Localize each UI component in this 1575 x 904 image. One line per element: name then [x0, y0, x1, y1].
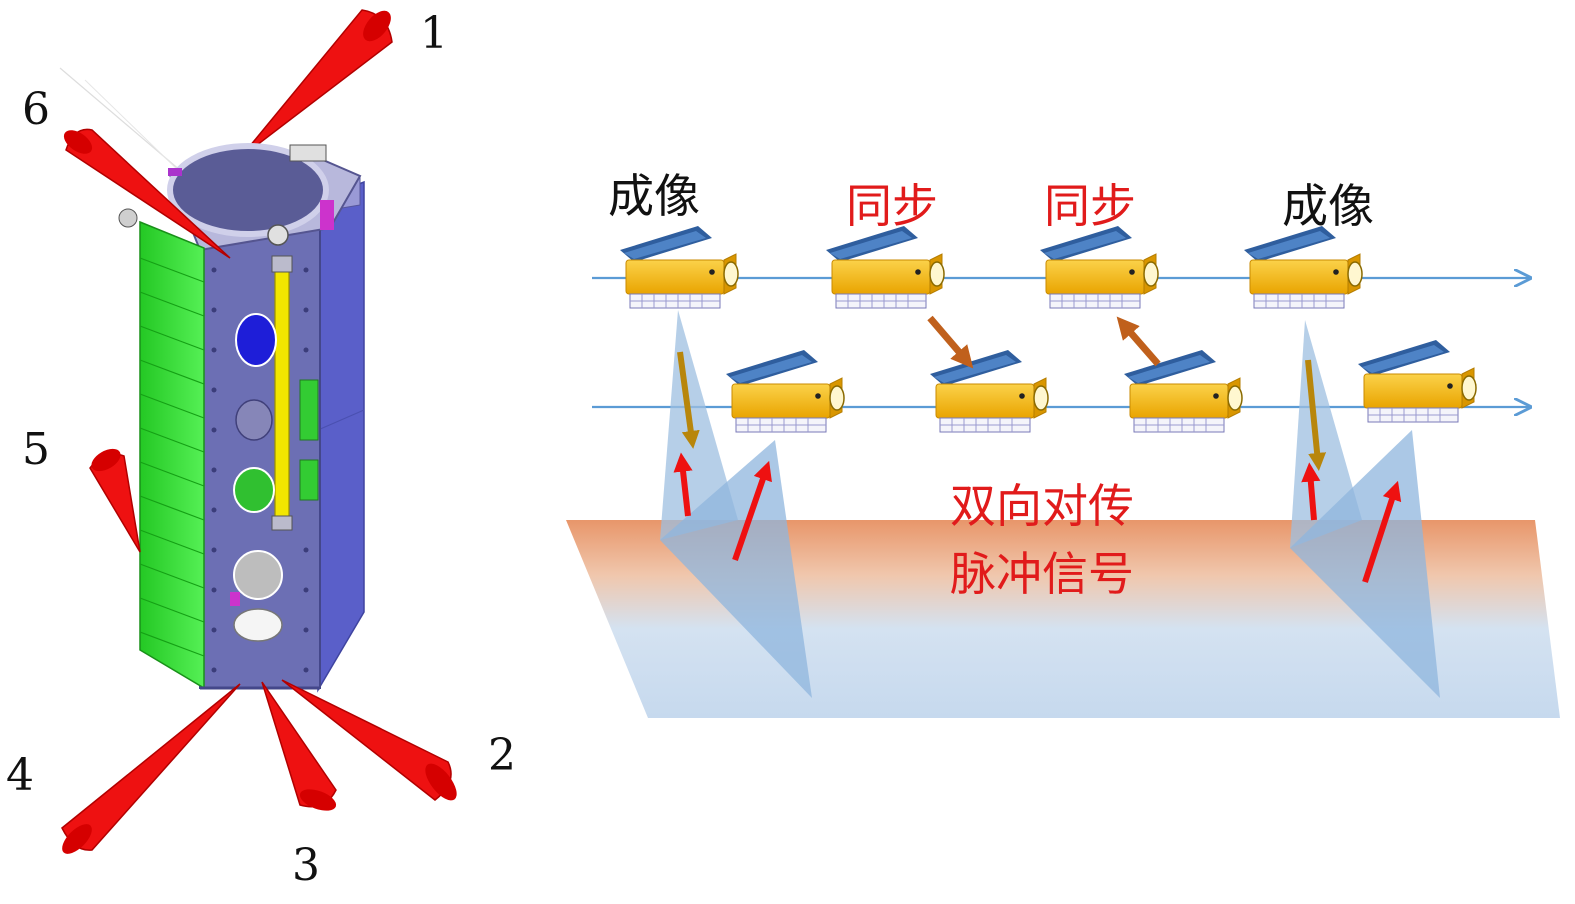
satellite-lower-1 [725, 349, 845, 433]
antenna-label-2: 2 [488, 730, 516, 781]
satellite-upper-3 [1039, 225, 1159, 309]
satellite-upper-4 [1243, 225, 1363, 309]
caption-sync-right: 同步 [1044, 179, 1136, 233]
satellite-upper-1 [619, 225, 739, 309]
echo-arrow-left [677, 351, 700, 449]
antenna-label-4: 4 [6, 750, 34, 801]
pulse-arrow-left-short [673, 452, 693, 517]
caption-sync-left: 同步 [846, 179, 938, 233]
sync-arrow-down [927, 315, 974, 369]
satellite-lower-4 [1357, 339, 1477, 423]
caption-imaging-right: 成像 [1282, 179, 1374, 233]
side-panel [317, 180, 365, 693]
sync-arrow-up [1116, 316, 1161, 367]
pulse-arrow-left-long [732, 460, 772, 561]
formation-diagram [566, 225, 1560, 718]
echo-arrow-right [1305, 359, 1327, 471]
satellite-lower-3 [1123, 349, 1243, 433]
beam-left-b [660, 440, 812, 698]
caption-imaging-left: 成像 [608, 169, 700, 223]
antenna-label-5: 5 [22, 424, 50, 475]
beam-right-b [1290, 430, 1440, 698]
pulse-arrow-right-long [1362, 480, 1402, 583]
pulse-arrow-right-short [1301, 462, 1321, 521]
satellite-lower-2 [929, 349, 1049, 433]
instrument-boom [274, 269, 290, 519]
pulse-caption-line2: 脉冲信号 [950, 547, 1134, 601]
satellite-illustration [59, 9, 457, 854]
antenna-label-3: 3 [292, 840, 320, 891]
antenna-label-1: 1 [420, 8, 448, 59]
antenna-label-6: 6 [22, 84, 50, 135]
pulse-caption-line1: 双向对传 [950, 479, 1134, 533]
satellite-upper-2 [825, 225, 945, 309]
